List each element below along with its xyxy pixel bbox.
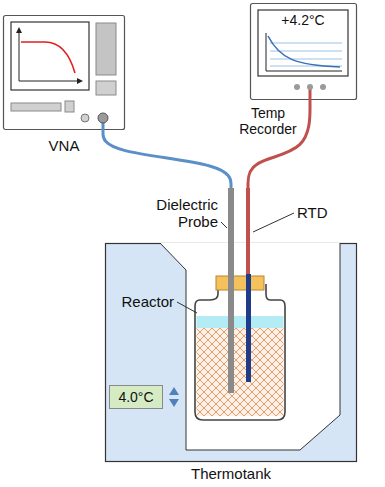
recorder-screen <box>258 10 348 76</box>
leader-line <box>177 302 197 313</box>
part-name: RTD <box>297 204 337 221</box>
vna-screen <box>11 22 89 90</box>
grid-line <box>270 59 342 60</box>
temperature-reading: +4.2°C <box>258 12 348 28</box>
axis-arrow <box>16 27 22 33</box>
rtd-lead <box>246 188 250 274</box>
part-name: Dielectric Probe <box>138 196 218 230</box>
vna-instrument-art <box>3 15 125 130</box>
screen-axis <box>266 33 267 71</box>
grid-line <box>270 51 342 52</box>
screen-axis <box>266 71 342 72</box>
side-panel <box>96 81 116 95</box>
axis-arrow <box>77 78 83 84</box>
cutaway-edge <box>160 243 340 450</box>
response-curve <box>21 42 75 73</box>
coax-cable <box>103 130 231 188</box>
rtd-sensor <box>246 274 251 382</box>
control-knob <box>81 114 89 122</box>
sample-bed <box>197 328 284 416</box>
instrument-name: Temp Recorder <box>234 105 302 137</box>
side-panel <box>96 23 116 75</box>
down-button <box>169 399 179 407</box>
cable-group <box>103 100 310 188</box>
screen-axis <box>19 81 81 82</box>
setpoint-reading: 4.0°C <box>109 389 163 405</box>
jar-outline <box>195 284 285 420</box>
control-button <box>65 101 74 112</box>
control-strip <box>11 103 61 111</box>
vna-instrument: VNA <box>3 15 125 130</box>
display-panel <box>110 386 163 409</box>
input-jack <box>307 84 313 90</box>
input-jack <box>294 84 300 90</box>
leader-line <box>253 213 294 232</box>
jar-cap <box>216 276 264 290</box>
leader-line <box>221 222 227 228</box>
input-jack <box>320 84 326 90</box>
dielectric-probe <box>228 188 234 393</box>
instrument-name: VNA <box>3 137 125 154</box>
grid-line <box>270 43 342 44</box>
thermotank: ThermotankReactor4.0°C <box>105 243 357 462</box>
screen-axis <box>19 29 20 81</box>
cutaway-view <box>160 243 340 450</box>
part-name: Reactor <box>114 293 174 310</box>
tank-name: Thermotank <box>105 465 357 482</box>
jar-ground <box>195 284 285 420</box>
instrument-body <box>4 16 125 130</box>
probe-port <box>98 113 108 123</box>
cooling-curve <box>268 36 340 67</box>
temperature-display: 4.0°C <box>109 385 163 409</box>
instrument-body <box>251 4 357 100</box>
up-button <box>169 387 179 395</box>
temp-recorder: +4.2°CTemp Recorder <box>250 3 357 100</box>
liquid-layer <box>197 316 284 328</box>
